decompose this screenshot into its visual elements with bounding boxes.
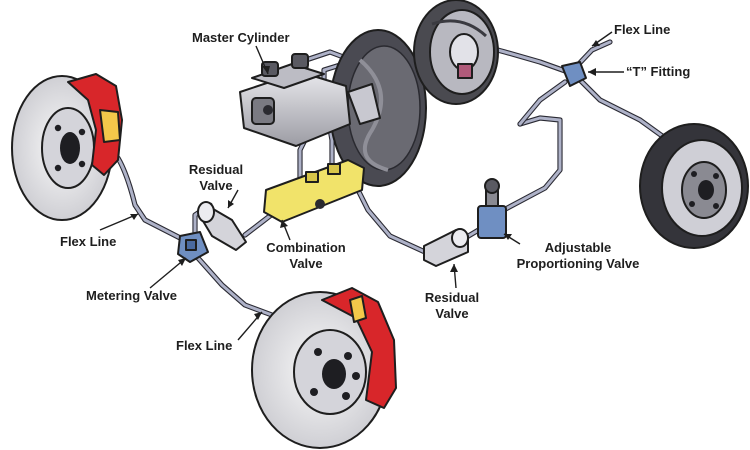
front-left-caliper [67,73,123,176]
label-metering-valve: Metering Valve [86,288,177,303]
label-residual-valve-left-line1: Residual [189,162,243,177]
residual-valve-right [423,228,469,267]
label-adjustable-proportioning-valve-line2: Proportioning Valve [517,256,640,271]
front-right-caliper [321,287,397,409]
labels: Master Cylinder Flex Line “T” Fitting Re… [60,22,690,353]
master-cylinder [239,53,351,147]
residual-valve-left [197,201,247,251]
label-combination-valve-line2: Valve [289,256,322,271]
pointer-lines [99,31,624,341]
rear-left-drum-brake [413,0,499,105]
label-residual-valve-right-line2: Valve [435,306,468,321]
t-fitting [561,61,587,87]
front-right-disc-brake [251,287,397,449]
combination-valve [263,159,365,223]
brake-lines [115,39,668,323]
label-t-fitting: “T” Fitting [626,64,690,79]
label-residual-valve-right-line1: Residual [425,290,479,305]
label-combination-valve-line1: Combination [266,240,345,255]
label-adjustable-proportioning-valve-line1: Adjustable [545,240,611,255]
metering-valve [177,231,209,263]
adjustable-proportioning-valve [477,178,507,239]
rear-right-drum-brake [639,123,749,249]
front-left-disc-brake [11,73,123,221]
label-flex-line-left: Flex Line [60,234,116,249]
label-residual-valve-left-line2: Valve [199,178,232,193]
label-flex-line-bottom: Flex Line [176,338,232,353]
label-master-cylinder: Master Cylinder [192,30,290,45]
label-flex-line-top: Flex Line [614,22,670,37]
